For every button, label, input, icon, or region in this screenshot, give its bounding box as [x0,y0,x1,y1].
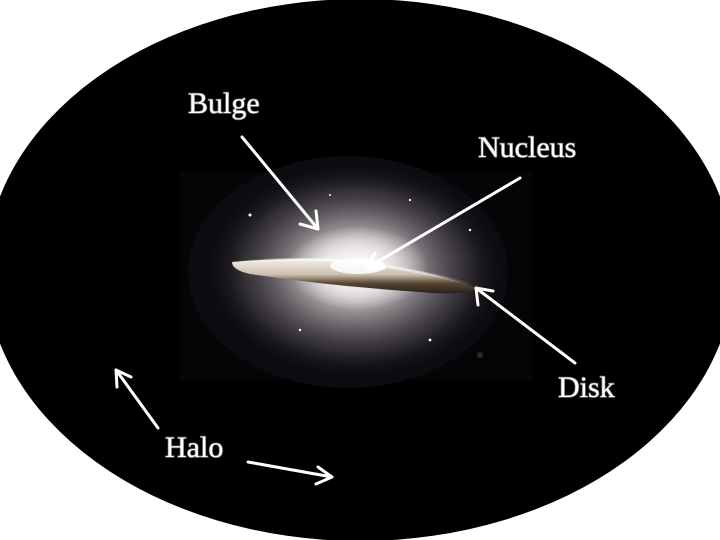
label-nucleus: Nucleus [478,131,576,164]
label-bulge: Bulge [188,87,260,120]
label-disk: Disk [558,371,615,404]
label-halo: Halo [165,431,223,464]
galaxy-image [180,156,532,388]
